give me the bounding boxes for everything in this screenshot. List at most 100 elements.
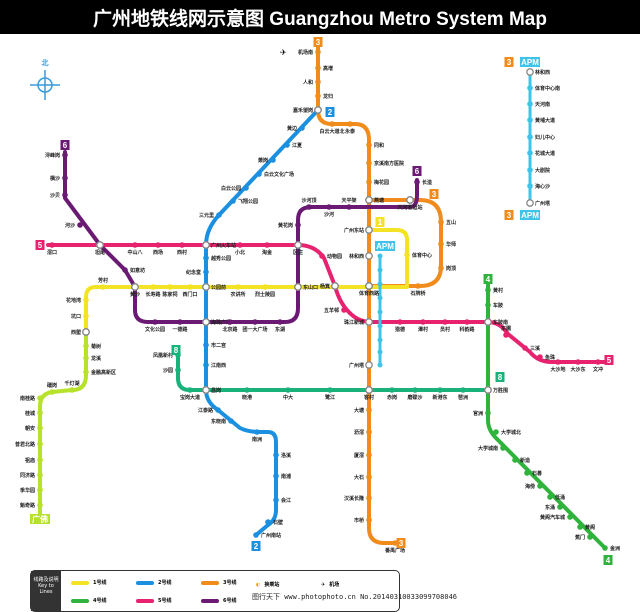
station-dot[interactable] bbox=[366, 452, 372, 458]
station-label[interactable]: 一德路 bbox=[172, 326, 188, 333]
station-dot[interactable] bbox=[37, 425, 43, 431]
station-label[interactable]: 长寿路 bbox=[145, 291, 161, 298]
station-label[interactable]: 会江 bbox=[280, 497, 291, 504]
interchange-station-dot[interactable] bbox=[294, 241, 302, 249]
station-label[interactable]: 黄村 bbox=[493, 287, 503, 294]
station-label[interactable]: 海傍 bbox=[525, 483, 535, 490]
station-dot[interactable] bbox=[306, 204, 312, 210]
station-dot[interactable] bbox=[264, 242, 270, 248]
station-dot[interactable] bbox=[69, 387, 75, 393]
station-dot[interactable] bbox=[187, 284, 193, 290]
station-dot[interactable] bbox=[315, 49, 321, 55]
station-label[interactable]: 嘉禾望岗 bbox=[292, 107, 313, 114]
station-label[interactable]: 梅花园 bbox=[374, 179, 389, 186]
station-dot[interactable] bbox=[37, 487, 43, 493]
station-dot[interactable] bbox=[262, 284, 268, 290]
station-label[interactable]: 高增 bbox=[323, 65, 333, 72]
station-dot[interactable] bbox=[327, 387, 333, 393]
station-label[interactable]: 潭村 bbox=[418, 326, 428, 333]
station-dot[interactable] bbox=[366, 179, 372, 185]
station-dot[interactable] bbox=[527, 117, 533, 123]
station-label[interactable]: 妇儿中心 bbox=[534, 134, 555, 141]
station-label[interactable]: 文冲 bbox=[593, 366, 603, 373]
station-label[interactable]: 番禺广场 bbox=[384, 547, 405, 554]
station-dot[interactable] bbox=[415, 283, 421, 289]
interchange-station-dot[interactable] bbox=[365, 196, 373, 204]
station-dot[interactable] bbox=[37, 457, 43, 463]
station-dot-apm[interactable] bbox=[377, 349, 383, 355]
station-label[interactable]: 汉溪长隆 bbox=[344, 495, 365, 502]
station-dot[interactable] bbox=[329, 121, 335, 127]
station-dot[interactable] bbox=[216, 212, 222, 218]
station-dot[interactable] bbox=[167, 284, 173, 290]
station-label[interactable]: 河沙 bbox=[64, 222, 75, 229]
station-dot[interactable] bbox=[366, 517, 372, 523]
station-label[interactable]: 动物园 bbox=[327, 253, 342, 260]
station-label[interactable]: 天平架 bbox=[341, 197, 356, 204]
station-label[interactable]: 同济路 bbox=[20, 472, 36, 479]
station-label[interactable]: 沙贝 bbox=[50, 192, 60, 199]
station-label[interactable]: 西塱 bbox=[71, 329, 81, 336]
station-dot-apm[interactable] bbox=[377, 323, 383, 329]
station-dot[interactable] bbox=[179, 242, 185, 248]
station-label[interactable]: 石牌桥 bbox=[409, 290, 426, 297]
station-dot[interactable] bbox=[83, 355, 89, 361]
station-dot[interactable] bbox=[265, 519, 271, 525]
station-label[interactable]: 万胜围 bbox=[492, 387, 508, 394]
station-label[interactable]: 花城大道 bbox=[535, 150, 555, 157]
station-dot[interactable] bbox=[438, 265, 444, 271]
interchange-station-dot[interactable] bbox=[365, 226, 373, 234]
interchange-station-dot[interactable] bbox=[202, 318, 210, 326]
station-label[interactable]: 人和 bbox=[302, 79, 313, 86]
station-label[interactable]: 海心沙 bbox=[535, 183, 550, 190]
station-label[interactable]: 魁奇路 bbox=[20, 502, 36, 509]
station-label[interactable]: 中大 bbox=[283, 394, 293, 401]
station-dot[interactable] bbox=[252, 319, 258, 325]
station-dot[interactable] bbox=[485, 410, 491, 416]
station-dot[interactable] bbox=[503, 332, 509, 338]
station-label[interactable]: 科韵路 bbox=[458, 326, 475, 333]
interchange-station-dot[interactable] bbox=[331, 282, 339, 290]
station-label[interactable]: 海珠广场 bbox=[211, 319, 231, 326]
station-dot[interactable] bbox=[175, 367, 181, 373]
station-dot[interactable] bbox=[37, 502, 43, 508]
station-dot[interactable] bbox=[100, 284, 106, 290]
station-label[interactable]: 新造 bbox=[520, 457, 531, 464]
station-label[interactable]: 公园前 bbox=[211, 284, 226, 291]
station-label[interactable]: 西门口 bbox=[182, 291, 197, 298]
station-dot-apm[interactable] bbox=[377, 309, 383, 315]
station-label[interactable]: 沙河顶 bbox=[301, 197, 316, 204]
station-label[interactable]: 石壁 bbox=[272, 519, 283, 526]
station-label[interactable]: 普君北路 bbox=[15, 441, 36, 448]
station-label[interactable]: 白云大道北 bbox=[319, 128, 344, 135]
interchange-station-dot[interactable] bbox=[202, 241, 210, 249]
station-label[interactable]: 广州塔 bbox=[535, 200, 551, 207]
station-dot[interactable] bbox=[493, 429, 499, 435]
interchange-station-dot[interactable] bbox=[365, 361, 373, 369]
station-dot[interactable] bbox=[527, 101, 533, 107]
station-label[interactable]: 坑口 bbox=[71, 313, 81, 320]
station-dot[interactable] bbox=[37, 441, 43, 447]
station-dot[interactable] bbox=[414, 179, 420, 185]
station-label[interactable]: 中山八 bbox=[127, 249, 143, 256]
station-label[interactable]: 东涌 bbox=[545, 504, 555, 511]
station-label[interactable]: 文化公园 bbox=[145, 326, 165, 333]
station-dot[interactable] bbox=[235, 284, 241, 290]
station-label[interactable]: 芳村 bbox=[98, 277, 108, 284]
station-label[interactable]: 东山口 bbox=[303, 284, 318, 291]
interchange-station-dot[interactable] bbox=[96, 241, 104, 249]
interchange-station-dot[interactable] bbox=[131, 283, 139, 291]
station-label[interactable]: 龙归 bbox=[322, 93, 333, 100]
station-dot[interactable] bbox=[62, 152, 68, 158]
interchange-station-dot[interactable] bbox=[526, 68, 534, 76]
station-dot-apm[interactable] bbox=[377, 295, 383, 301]
station-dot[interactable] bbox=[537, 483, 543, 489]
station-dot[interactable] bbox=[366, 474, 372, 480]
station-label[interactable]: 体育西路 bbox=[359, 290, 380, 297]
station-label[interactable]: 沙河 bbox=[324, 211, 334, 218]
station-label[interactable]: 大沙东 bbox=[570, 366, 585, 373]
station-label[interactable]: 磨碟沙 bbox=[406, 394, 422, 401]
station-dot[interactable] bbox=[83, 343, 89, 349]
station-label[interactable]: 车陂 bbox=[493, 302, 503, 309]
station-dot[interactable] bbox=[299, 125, 305, 131]
